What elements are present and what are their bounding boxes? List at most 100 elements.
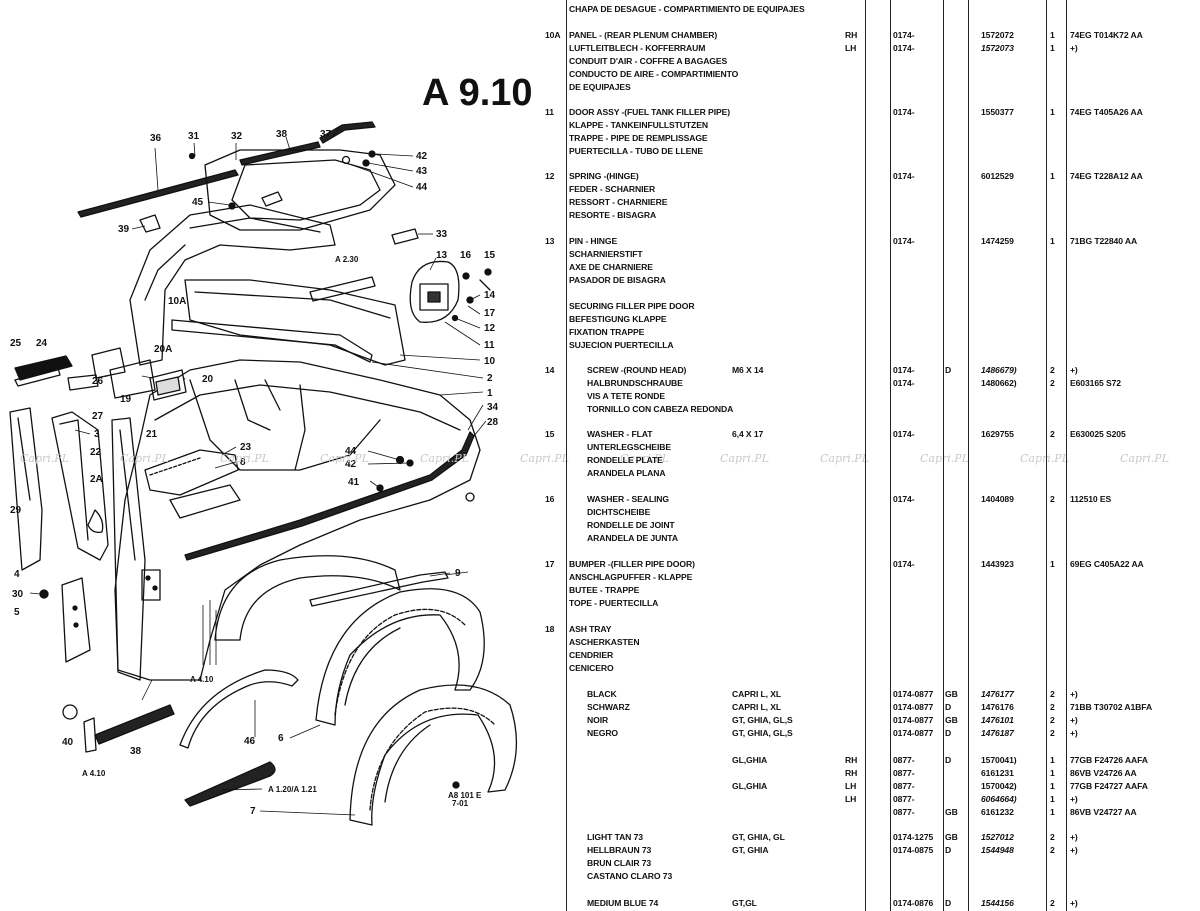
callout: 16: [460, 250, 472, 261]
quantity: 2: [1050, 429, 1055, 439]
engineering-number: E603165 S72: [1070, 378, 1121, 388]
watermark: Capri.PL: [620, 452, 669, 465]
variant-engineering-number: +): [1070, 689, 1078, 699]
description-line: PUERTECILLA - TUBO DE LLENE: [569, 146, 704, 156]
window-trim-strip: [239, 141, 321, 166]
part-number: 1486679): [981, 365, 1017, 375]
description-line: PANEL - (REAR PLENUM CHAMBER): [569, 30, 718, 40]
watermark: Capri.PL: [520, 452, 569, 465]
variant-market: D: [945, 728, 952, 738]
callout: 43: [416, 166, 428, 177]
part-number: 6012529: [981, 171, 1014, 181]
callout: 33: [436, 229, 448, 240]
watermark: Capri.PL: [920, 452, 969, 465]
variant-market: D: [945, 845, 952, 855]
variant-description: LIGHT TAN 73: [587, 832, 643, 842]
callout: 41: [348, 477, 360, 488]
variant-spec: GL,GHIA: [732, 781, 768, 791]
variant-description: SCHWARZ: [587, 702, 630, 712]
variant-part-number: 1570042): [981, 781, 1017, 791]
watermark: Capri.PL: [220, 452, 269, 465]
callout: 5: [14, 607, 20, 618]
stamp-line2: 7-01: [452, 799, 469, 808]
date-range: 0174-: [893, 236, 915, 246]
callout: 38: [276, 129, 288, 140]
variant-part-number: 1570041): [981, 755, 1017, 765]
variant-spec: GT, GHIA: [732, 845, 769, 855]
variant-market: D: [945, 702, 952, 712]
description-line: CENICERO: [569, 663, 614, 673]
item-number: 14: [545, 365, 555, 375]
callout: 10: [484, 356, 496, 367]
variant-description: HELLBRAUN 73: [587, 845, 652, 855]
column-rule: [943, 0, 944, 911]
callout: 46: [244, 736, 256, 747]
variant-quantity: 2: [1050, 832, 1055, 842]
variant-date-range: 0877-: [893, 781, 915, 791]
sheet-code: A 9.10: [422, 72, 533, 114]
column-rule: [1046, 0, 1047, 911]
callout: 7: [250, 806, 256, 817]
variant-quantity: 2: [1050, 715, 1055, 725]
description-line: ARANDELA DE JUNTA: [587, 533, 678, 543]
part-number: 1572073: [981, 43, 1014, 53]
engineering-number: 71BG T22840 AA: [1070, 236, 1138, 246]
variant-engineering-number: 86VB V24726 AA: [1070, 768, 1137, 778]
watermark: Capri.PL: [320, 452, 369, 465]
callout: 2: [487, 373, 493, 384]
callout: 44: [416, 182, 428, 193]
description-line: CONDUCTO DE AIRE - COMPARTIMIENTO: [569, 69, 739, 79]
variant-description: BLACK: [587, 689, 617, 699]
quantity: 2: [1050, 494, 1055, 504]
rear-quarter-panel: [114, 359, 481, 681]
variant-engineering-number: 77GB F24726 AAFA: [1070, 755, 1148, 765]
description-line: HALBRUNDSCHRAUBE: [587, 378, 683, 388]
variant-quantity: 2: [1050, 689, 1055, 699]
inner-wheel-arch-panel: [129, 204, 336, 366]
engineering-number: 74EG T405A26 AA: [1070, 107, 1143, 117]
callout: 15: [484, 250, 496, 261]
callout: 37: [320, 129, 332, 140]
quantity: 1: [1050, 236, 1055, 246]
variant-market: GB: [945, 832, 958, 842]
callout: 10A: [168, 296, 186, 307]
market-code: D: [945, 365, 952, 375]
variant-engineering-number: 71BB T30702 A1BFA: [1070, 702, 1153, 712]
column-rule: [566, 0, 567, 911]
callout: 21: [146, 429, 158, 440]
callout: 38: [130, 746, 142, 757]
side-value: LH: [845, 43, 857, 53]
description-line: RONDELLE DE JOINT: [587, 520, 675, 530]
engineering-number: 74EG T014K72 AA: [1070, 30, 1143, 40]
description-line: TRAPPE - PIPE DE REMPLISSAGE: [569, 133, 708, 143]
callout: 9: [455, 568, 461, 579]
description-line: RONDELLE PLATE: [587, 455, 663, 465]
variant-spec: GT,GL: [732, 898, 757, 908]
item-number: 10A: [545, 30, 561, 40]
description-line: LUFTLEITBLECH - KOFFERRAUM: [569, 43, 706, 53]
variant-spec: CAPRI L, XL: [732, 702, 782, 712]
callout: 13: [436, 250, 448, 261]
description-line: DE EQUIPAJES: [569, 82, 631, 92]
callout: 30: [12, 589, 24, 600]
variant-quantity: 1: [1050, 781, 1055, 791]
pillar-trim-5: [61, 577, 91, 663]
variant-quantity: 1: [1050, 794, 1055, 804]
callout: 3: [94, 429, 100, 440]
description-line: DICHTSCHEIBE: [587, 507, 651, 517]
parts-table: CHAPA DE DESAGUE - COMPARTIMIENTO DE EQU…: [545, 0, 1200, 911]
variant-part-number: 6161231: [981, 768, 1014, 778]
rear-deck-panel: [184, 279, 406, 366]
variant-market: GB: [945, 715, 958, 725]
fuel-filler-door: [409, 260, 460, 323]
callout: 23: [240, 442, 252, 453]
variant-engineering-number: +): [1070, 845, 1078, 855]
description-line: KLAPPE - TANKEINFULLSTUTZEN: [569, 120, 708, 130]
column-rule: [865, 0, 866, 911]
engineering-number: 112510 ES: [1070, 494, 1112, 504]
variant-market: GB: [945, 689, 958, 699]
part-number: 1404089: [981, 494, 1014, 504]
date-range: 0174-: [893, 429, 915, 439]
callout: 42: [416, 151, 428, 162]
description-line: WASHER - FLAT: [587, 429, 653, 439]
